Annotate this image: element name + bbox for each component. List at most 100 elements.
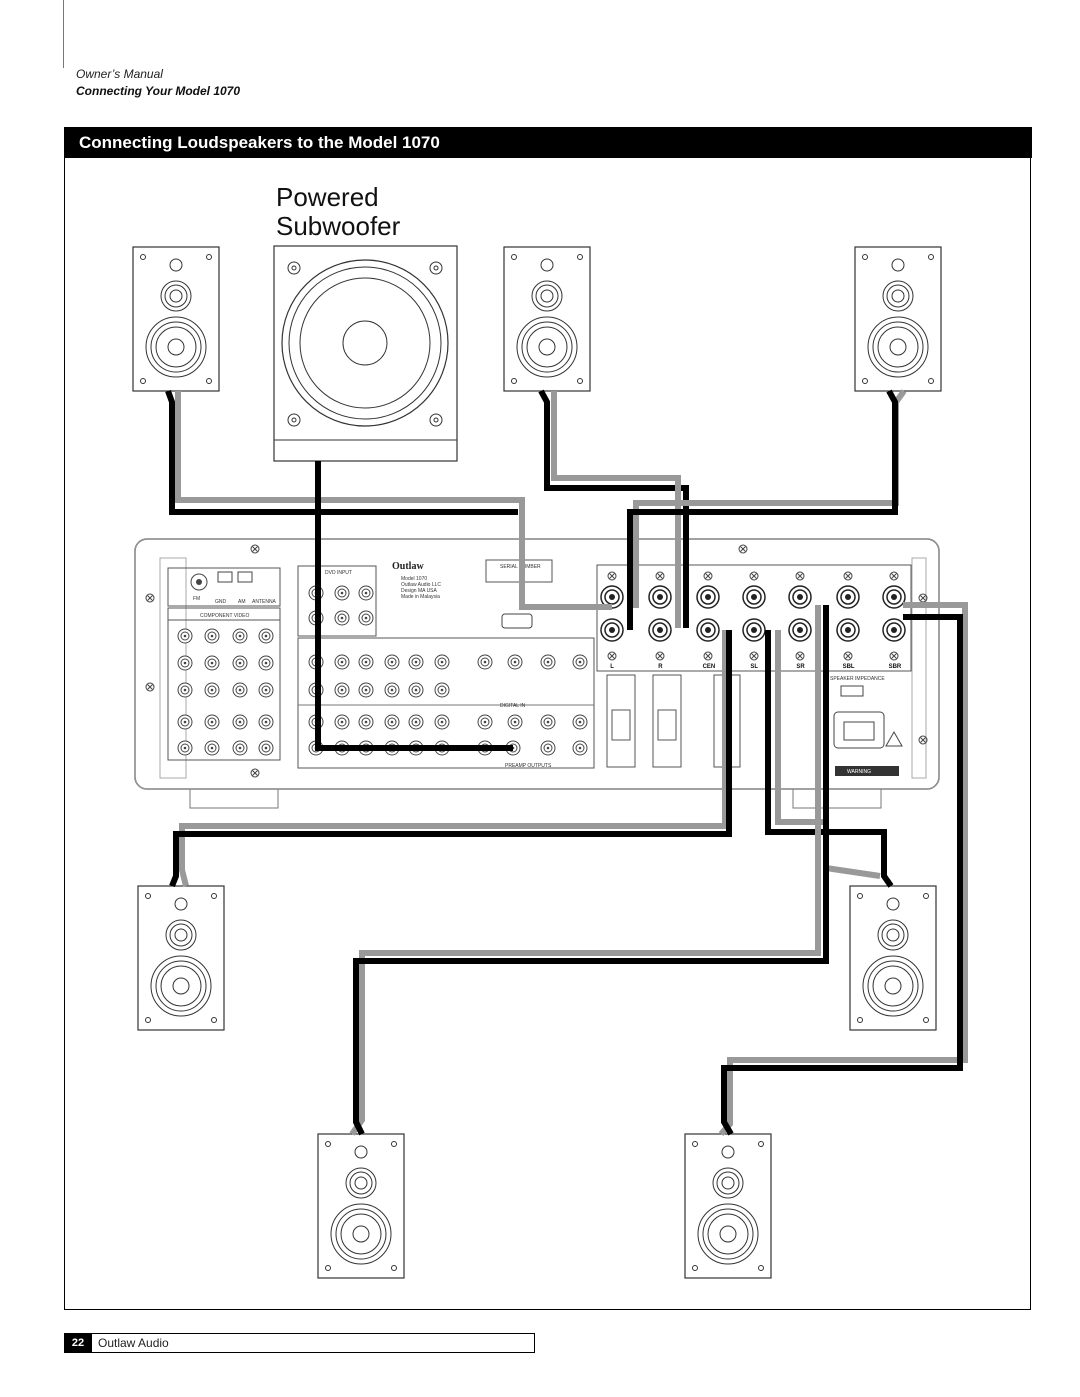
rca-jack	[358, 585, 374, 601]
rca-jack	[204, 628, 220, 644]
rca-jack	[572, 654, 588, 670]
speaker-terminal-label-sbr: SBR	[889, 664, 902, 670]
center-speaker	[503, 246, 591, 392]
subwoofer-label-line2: Subwoofer	[276, 211, 401, 241]
component-video-label: COMPONENT VIDEO	[200, 613, 249, 619]
rca-jack	[177, 740, 193, 756]
rca-jack	[358, 610, 374, 626]
rca-jack	[232, 740, 248, 756]
speaker-terminal-label-cen: CEN	[703, 664, 716, 670]
speaker-post-negative	[788, 618, 812, 642]
speaker-terminal-label-sl: SL	[750, 664, 758, 670]
rca-jack	[434, 654, 450, 670]
rca-jack	[358, 714, 374, 730]
rca-jack	[358, 682, 374, 698]
rca-jack	[232, 655, 248, 671]
rca-jack	[177, 714, 193, 730]
antenna-gnd-label: GND	[215, 599, 227, 605]
rca-jack	[358, 654, 374, 670]
margin-rule	[63, 0, 64, 68]
receiver-origin: Made in Malaysia	[401, 594, 440, 600]
antenna-am-label: AM	[238, 599, 246, 605]
rca-jack	[384, 714, 400, 730]
rca-jack	[334, 714, 350, 730]
section-banner: Connecting Loudspeakers to the Model 107…	[64, 127, 1032, 158]
speaker-terminal-label-l: L	[610, 664, 614, 670]
speaker-post-positive	[882, 585, 906, 609]
rca-jack	[334, 610, 350, 626]
section-title: Connecting Your Model 1070	[76, 84, 241, 98]
warning-label: WARNING	[847, 769, 871, 775]
speaker-post-negative	[600, 618, 624, 642]
surround-right-speaker	[849, 885, 937, 1031]
rca-jack	[540, 714, 556, 730]
rca-jack	[572, 714, 588, 730]
rca-jack	[204, 714, 220, 730]
rca-jack	[204, 682, 220, 698]
rca-jack	[232, 682, 248, 698]
rca-jack	[384, 682, 400, 698]
rca-jack	[408, 654, 424, 670]
rca-jack	[540, 740, 556, 756]
speaker-impedance-label: SPEAKER IMPEDANCE	[830, 676, 885, 682]
rca-jack	[232, 628, 248, 644]
surround-back-right-speaker	[684, 1133, 772, 1279]
rca-jack	[477, 654, 493, 670]
front-left-speaker	[132, 246, 220, 392]
diagram-frame	[64, 158, 1031, 1310]
rca-jack	[258, 655, 274, 671]
speaker-terminal-label-sbl: SBL	[843, 664, 855, 670]
rca-jack	[408, 714, 424, 730]
rca-jack	[258, 628, 274, 644]
rca-jack	[204, 740, 220, 756]
digital-in-label: DIGITAL IN	[500, 703, 526, 709]
speaker-post-negative	[882, 618, 906, 642]
speaker-post-positive	[836, 585, 860, 609]
front-right-speaker	[854, 246, 942, 392]
receiver-model: Model 1070	[401, 576, 427, 582]
speaker-post-negative	[836, 618, 860, 642]
surround-left-speaker	[137, 885, 225, 1031]
rca-jack	[334, 682, 350, 698]
rca-jack	[507, 654, 523, 670]
rca-jack	[204, 655, 220, 671]
preamp-outputs-label: PREAMP OUTPUTS	[505, 763, 552, 769]
speaker-post-positive	[788, 585, 812, 609]
speaker-post-negative	[696, 618, 720, 642]
speaker-wires	[165, 389, 968, 1137]
rca-jack	[572, 740, 588, 756]
speaker-post-positive	[696, 585, 720, 609]
rca-jack	[232, 714, 248, 730]
rca-jack	[177, 682, 193, 698]
receiver-brand: Outlaw	[392, 561, 424, 572]
antenna-label: ANTENNA	[252, 599, 277, 605]
rca-jack	[258, 714, 274, 730]
speaker-post-positive	[648, 585, 672, 609]
rca-jack	[434, 714, 450, 730]
powered-subwoofer	[273, 245, 458, 462]
receiver-design: Design MA USA	[401, 588, 438, 594]
rca-jack	[477, 714, 493, 730]
rca-jack	[384, 654, 400, 670]
receiver-maker: Outlaw Audio LLC	[401, 582, 441, 588]
speaker-terminal-label-sr: SR	[796, 664, 805, 670]
speaker-post-negative	[648, 618, 672, 642]
rca-jack	[177, 655, 193, 671]
page-number: 22	[64, 1333, 92, 1353]
rca-jack	[334, 585, 350, 601]
surround-back-left-speaker	[317, 1133, 405, 1279]
speaker-terminal-label-r: R	[658, 664, 663, 670]
footer-brand: Outlaw Audio	[98, 1336, 169, 1350]
svg-text:FM: FM	[193, 596, 200, 602]
rca-jack	[540, 654, 556, 670]
rca-jack	[507, 714, 523, 730]
rca-jack	[408, 682, 424, 698]
speaker-post-positive	[742, 585, 766, 609]
banner-title: Connecting Loudspeakers to the Model 107…	[79, 133, 440, 152]
rca-jack	[177, 628, 193, 644]
rca-jack	[258, 682, 274, 698]
speaker-post-negative	[742, 618, 766, 642]
rca-jack	[434, 682, 450, 698]
rca-jack	[258, 740, 274, 756]
